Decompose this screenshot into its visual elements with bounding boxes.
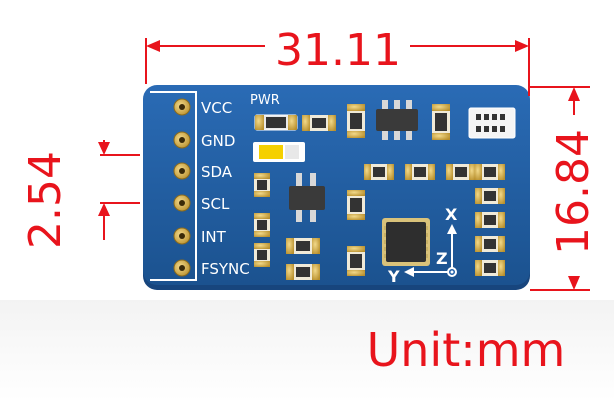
- width-arrow-right: [515, 40, 529, 52]
- height-value: 16.84: [548, 129, 599, 255]
- regulator-chip: [289, 173, 325, 222]
- eeprom-chip: [468, 107, 516, 139]
- width-dimension: [145, 38, 530, 96]
- pitch-arrow-bottom: [98, 203, 110, 216]
- height-arrow-top: [568, 87, 580, 101]
- imu-chip: [382, 218, 430, 266]
- pwr-label: PWR: [250, 93, 280, 108]
- width-value: 31.11: [275, 25, 401, 76]
- pcb-board: VCC GND SDA SCL INT FSYNC PWR: [143, 85, 530, 290]
- header-outline: [150, 91, 197, 281]
- unit-label: Unit:mm: [367, 323, 566, 377]
- floor-shadow: [0, 300, 614, 401]
- smd-components: [254, 104, 505, 280]
- pin-label-int: INT: [201, 228, 227, 246]
- pitch-dimension: [98, 140, 140, 240]
- height-dimension: [530, 86, 590, 291]
- pitch-arrow-top: [98, 142, 110, 155]
- axis-z-label: Z: [436, 249, 448, 268]
- pin-label-vcc: VCC: [201, 99, 232, 117]
- axis-y-label: Y: [387, 267, 400, 286]
- width-arrow-left: [146, 40, 160, 52]
- pin-label-gnd: GND: [201, 132, 235, 150]
- pin-label-fsync: FSYNC: [201, 260, 250, 278]
- axis-x-label: X: [445, 205, 458, 224]
- sot-chip: [376, 100, 418, 140]
- axis-indicator: [404, 224, 457, 277]
- pwr-resistor: [254, 114, 298, 131]
- pitch-value: 2.54: [20, 151, 71, 249]
- pin-pads: [173, 98, 191, 277]
- pwr-led: [253, 142, 305, 162]
- pin-label-sda: SDA: [201, 163, 233, 181]
- height-arrow-bottom: [568, 276, 580, 290]
- pin-label-scl: SCL: [201, 195, 230, 213]
